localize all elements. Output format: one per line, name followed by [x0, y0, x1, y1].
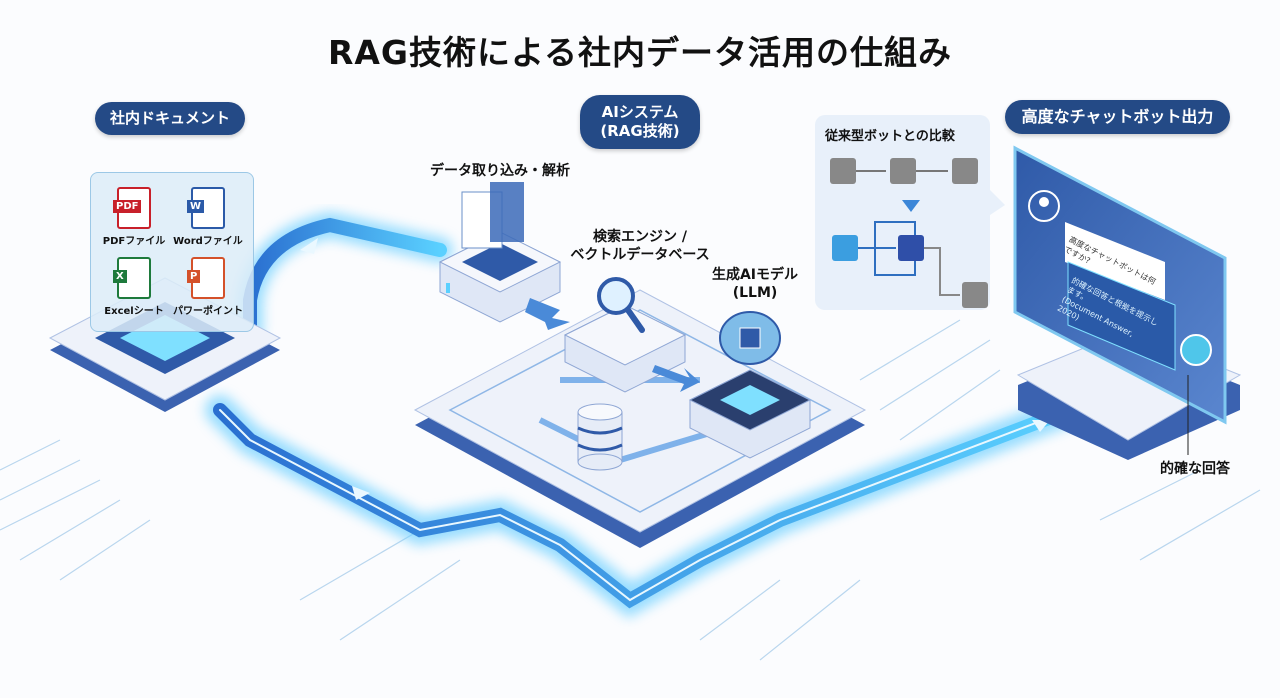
- ai-system-label-line1: AIシステム: [601, 103, 679, 122]
- pdf-badge: PDF: [113, 200, 142, 213]
- flow-arrow-icons: [300, 238, 1050, 500]
- documents-section-label: 社内ドキュメント: [95, 102, 245, 135]
- database-icon: [577, 403, 623, 471]
- pdf-file-label: PDFファイル: [102, 236, 166, 247]
- magnifier-icon: [597, 277, 635, 315]
- llm-label: 生成AIモデル (LLM): [700, 266, 810, 302]
- powerpoint-file-label: パワーポイント: [173, 306, 243, 317]
- ingest-label: データ取り込み・解析: [430, 163, 570, 179]
- answer-bubble: [1067, 261, 1176, 371]
- word-file-item: W Wordファイル: [173, 187, 243, 247]
- search-label: 検索エンジン / ベクトルデータベース: [555, 228, 725, 264]
- documents-panel: PDF PDFファイル W Wordファイル X Excelシート P パワーポ…: [90, 172, 254, 332]
- search-label-line1: 検索エンジン /: [593, 229, 687, 245]
- excel-file-label: Excelシート: [104, 306, 164, 317]
- output-section-label: 高度なチャットボット出力: [1005, 100, 1230, 134]
- powerpoint-file-item: P パワーポイント: [173, 257, 243, 317]
- bot-avatar-icon: [1180, 334, 1212, 366]
- data-flow-pipes: [205, 211, 1085, 619]
- page-title: RAG技術による社内データ活用の仕組み: [327, 33, 953, 72]
- user-avatar-icon: [1028, 190, 1060, 222]
- llm-server: [688, 311, 812, 459]
- powerpoint-file-icon: P: [187, 257, 225, 299]
- comparison-diagram: [830, 158, 1005, 308]
- ai-system-section-label: AIシステム (RAG技術): [580, 95, 700, 149]
- arrow-icon: [525, 298, 570, 330]
- comparison-panel: 従来型ボットとの比較: [815, 115, 990, 310]
- search-server: [563, 277, 687, 393]
- ai-system-label-line2: (RAG技術): [600, 122, 680, 140]
- question-bubble: [1065, 222, 1165, 300]
- chat-monitor: [1013, 145, 1227, 425]
- accurate-answer-callout: 的確な回答: [1160, 461, 1230, 477]
- pdf-file-item: PDF PDFファイル: [99, 187, 169, 247]
- word-file-icon: W: [187, 187, 225, 229]
- powerpoint-badge: P: [187, 270, 201, 283]
- arrow-icon: [652, 365, 700, 392]
- comparison-title: 従来型ボットとの比較: [825, 129, 955, 144]
- circuit-lines: [0, 319, 1261, 661]
- llm-label-line1: 生成AIモデル: [711, 267, 799, 283]
- word-file-label: Wordファイル: [173, 236, 243, 247]
- pdf-file-icon: PDF: [113, 187, 151, 229]
- search-label-line2: ベクトルデータベース: [570, 247, 710, 264]
- llm-label-line2: (LLM): [732, 285, 778, 302]
- word-badge: W: [187, 200, 205, 213]
- excel-file-item: X Excelシート: [99, 257, 169, 317]
- ingest-server: [438, 182, 562, 323]
- excel-badge: X: [113, 270, 127, 283]
- excel-file-icon: X: [113, 257, 151, 299]
